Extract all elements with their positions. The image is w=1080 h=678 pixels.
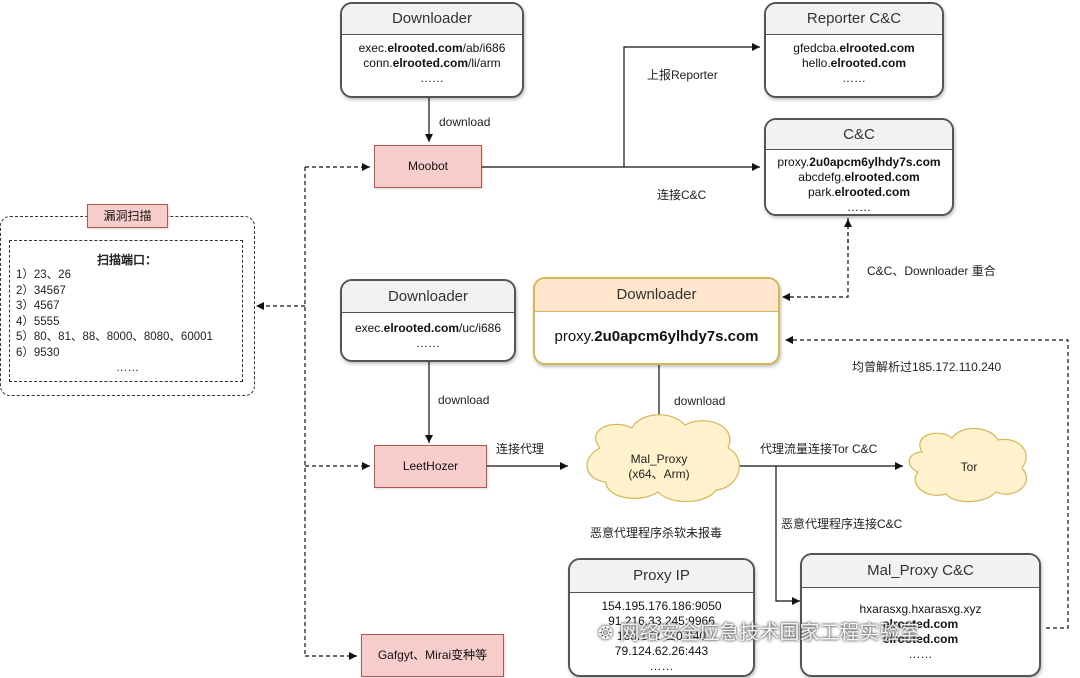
- reporter-cnc-line: gfedcba.elrooted.com: [793, 41, 915, 55]
- label-report: 上报Reporter: [647, 68, 718, 82]
- vuln-scan-title: 漏洞扫描: [87, 204, 168, 228]
- edge-malproxy-malcnc: [775, 466, 800, 605]
- mal-proxy-label: Mal_Proxy (x64、Arm): [600, 452, 718, 482]
- cnc-line: proxy.2u0apcm6ylhdy7s.com: [777, 155, 941, 169]
- leethozer-node: LeetHozer: [374, 445, 487, 488]
- label-connect-cnc: 连接C&C: [657, 188, 707, 202]
- mal-proxy-cnc-line: elrooted.com: [882, 617, 959, 631]
- mal-proxy-cnc-title: Mal_Proxy C&C: [802, 555, 1039, 588]
- label-resolved: 均曾解析过185.172.110.240: [852, 360, 1002, 374]
- label-proxy-cnc: 恶意代理程序连接C&C: [781, 517, 903, 531]
- downloader-2-lines: exec.elrooted.com/uc/i686……: [342, 313, 514, 351]
- cnc-line: abcdefg.elrooted.com: [798, 170, 920, 184]
- mal-proxy-name: Mal_Proxy: [630, 452, 688, 466]
- proxy-ip-line: 154.195.176.186:9050: [601, 599, 722, 613]
- cnc-line: ……: [847, 200, 871, 214]
- mal-proxy-cnc-line: hxarasxg.hxarasxg.xyz: [859, 602, 982, 616]
- label-proxy-tor: 代理流量连接Tor C&C: [760, 442, 878, 456]
- downloader-3-domain: proxy.2u0apcm6ylhdy7s.com: [554, 328, 759, 345]
- proxy-ip-line: 185.172.110.240: [616, 629, 707, 643]
- downloader-1-line: ……: [420, 71, 444, 85]
- scan-port-item: ……: [116, 362, 139, 374]
- proxy-ip-title: Proxy IP: [570, 560, 753, 593]
- cnc-line: park.elrooted.com: [807, 185, 911, 199]
- scan-port-item: 4）5555: [16, 315, 60, 328]
- scan-port-item: 5）80、81、88、8000、8080、60001: [16, 331, 213, 343]
- scan-ports-box: 扫描端口： 1）23、26 2）34567 3）4567 4）5555 5）80、81、…: [9, 240, 243, 382]
- downloader-2-box: Downloader exec.elrooted.com/uc/i686……: [340, 279, 516, 362]
- downloader-1-title: Downloader: [342, 4, 522, 35]
- label-av: 恶意代理程序杀软未报毒: [590, 526, 723, 540]
- wechat-icon: ❂: [598, 623, 614, 644]
- edge-overlap: [782, 218, 849, 301]
- proxy-ip-line: 91.216.33.245:9966: [608, 614, 715, 628]
- cnc-title: C&C: [766, 120, 952, 150]
- gafgyt-mirai-node: Gafgyt、Mirai变种等: [361, 634, 504, 677]
- downloader-2-title: Downloader: [342, 281, 514, 313]
- mal-proxy-cnc-line: ……: [908, 647, 933, 661]
- proxy-ip-line: 79.124.62.26:443: [614, 644, 709, 658]
- scan-port-item: 6）9530: [16, 346, 60, 359]
- watermark: ❂ 网络安全应急技术国家工程实验室: [598, 616, 919, 645]
- downloader-3-title: Downloader: [535, 279, 778, 312]
- label-overlap: C&C、Downloader 重合: [867, 264, 996, 278]
- scan-ports-heading: 扫描端口：: [96, 253, 157, 267]
- downloader-3-box: Downloader proxy.2u0apcm6ylhdy7s.com: [533, 277, 780, 365]
- moobot-node: Moobot: [374, 145, 482, 188]
- proxy-ip-line: ……: [649, 659, 674, 673]
- downloader-2-line: exec.elrooted.com/uc/i686: [354, 321, 502, 335]
- downloader-1-line: exec.elrooted.com/ab/i686: [358, 41, 506, 55]
- scan-port-item: 3）4567: [16, 300, 60, 312]
- label-download-3: download: [674, 394, 726, 408]
- tor-label: Tor: [960, 460, 978, 474]
- label-connect-proxy: 连接代理: [496, 442, 545, 456]
- label-download-1: download: [439, 115, 491, 129]
- reporter-cnc-title: Reporter C&C: [766, 4, 942, 35]
- scan-port-item: 2）34567: [16, 284, 66, 297]
- downloader-2-line: ……: [416, 336, 440, 350]
- edge-moobot-reporter: [623, 43, 760, 167]
- label-download-2: download: [438, 393, 490, 407]
- reporter-cnc-line: ……: [842, 71, 866, 85]
- scan-ports-list: 1）23、26 2）34567 3）4567 4）5555 5）80、81、88、800…: [16, 268, 213, 377]
- reporter-cnc-line: hello.elrooted.com: [801, 56, 907, 70]
- mal-proxy-cnc-line: elrooted.com: [882, 632, 959, 646]
- watermark-text: 网络安全应急技术国家工程实验室: [619, 620, 920, 644]
- scan-port-item: 1）23、26: [16, 269, 71, 281]
- downloader-1-line: conn.elrooted.com/li/arm: [363, 56, 501, 70]
- mal-proxy-arch: (x64、Arm): [628, 467, 690, 481]
